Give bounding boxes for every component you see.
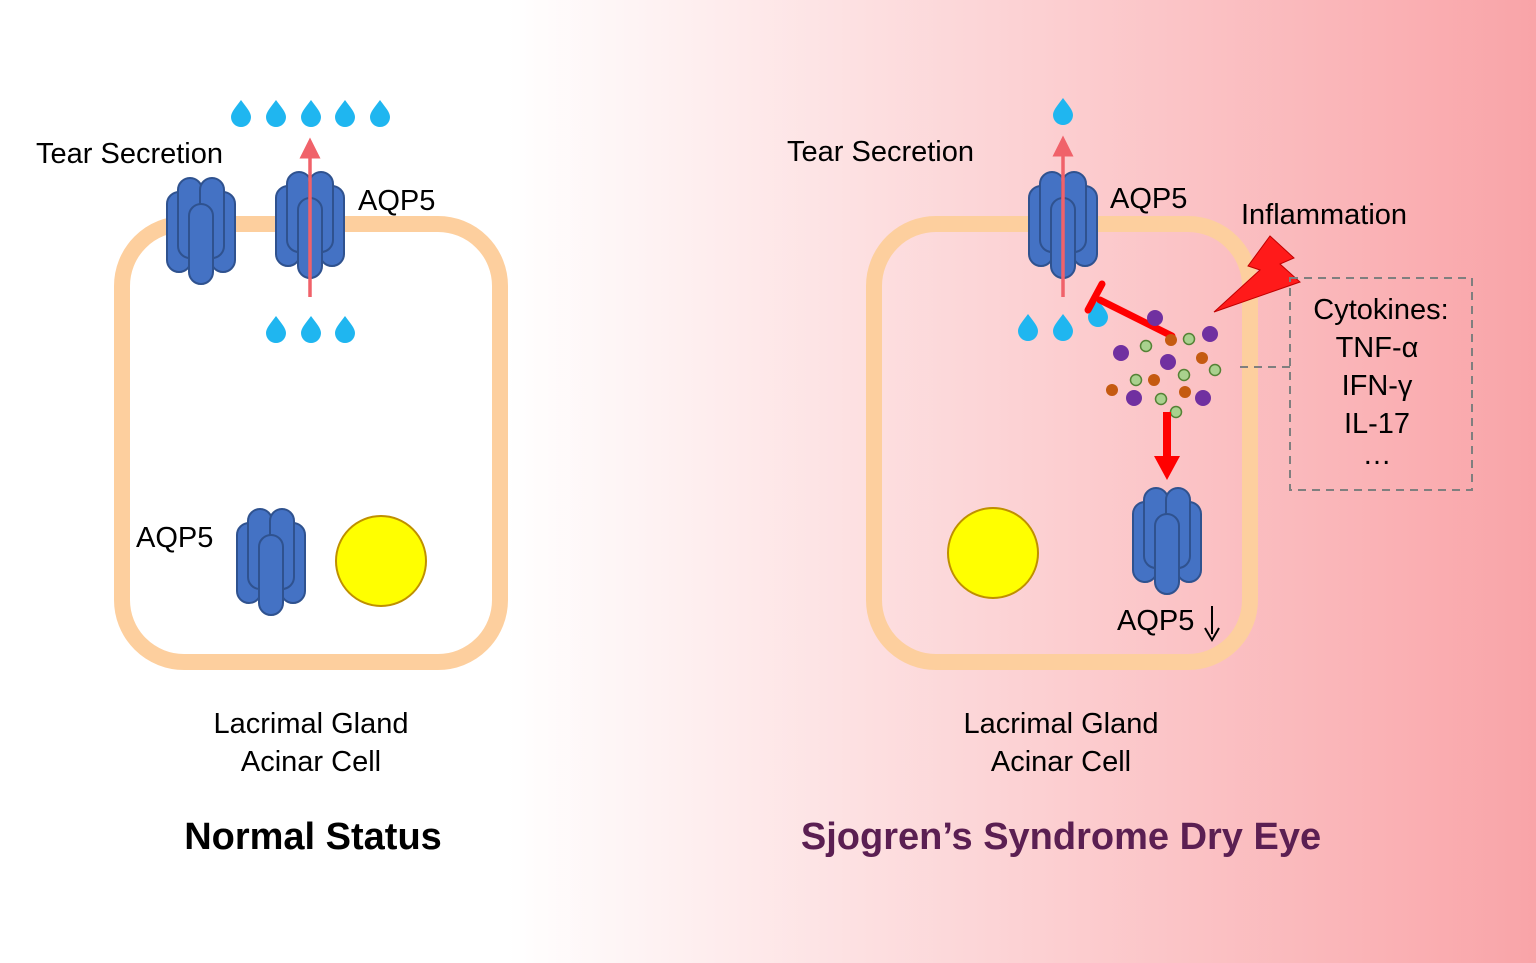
- aqp5-cytoplasm-label: AQP5: [136, 522, 213, 554]
- lightning-bolt-icon: [1213, 235, 1301, 313]
- inflammation-label: Inflammation: [1241, 199, 1407, 231]
- aqp5-membrane-label: AQP5: [1110, 183, 1187, 215]
- cytokine-item: IL-17: [1344, 408, 1410, 440]
- cell-label-line1: Lacrimal Gland: [213, 708, 408, 740]
- cytokine-box: [1289, 277, 1473, 491]
- cytokine-cluster: [1106, 310, 1222, 419]
- normal-panel: Tear Secretion AQP5 AQP5 Lacrimal Gland …: [36, 100, 508, 858]
- nucleus-icon: [335, 515, 427, 607]
- cytokine-item: …: [1363, 439, 1392, 471]
- tear-secretion-label: Tear Secretion: [36, 138, 223, 170]
- aquaporin-channel-icon: [1132, 487, 1202, 595]
- aquaporin-channel-icon: [236, 508, 306, 616]
- cell-label-line1: Lacrimal Gland: [963, 708, 1158, 740]
- cell-label-line2: Acinar Cell: [991, 746, 1131, 778]
- disease-title: Sjogren’s Syndrome Dry Eye: [801, 816, 1321, 858]
- tear-secretion-label: Tear Secretion: [787, 136, 974, 168]
- aqp5-decrease-label: AQP5: [1117, 605, 1194, 637]
- down-arrow-icon: [1204, 606, 1220, 642]
- normal-title: Normal Status: [184, 816, 442, 858]
- aquaporin-channel-icon: [166, 177, 236, 285]
- cytokine-item: TNF-α: [1336, 332, 1419, 364]
- disease-panel: Tear Secretion AQP5 Inflammation Cytokin…: [787, 98, 1473, 858]
- aqp5-membrane-label: AQP5: [358, 185, 435, 217]
- cytokine-item: IFN-γ: [1342, 370, 1413, 402]
- nucleus-icon: [947, 507, 1039, 599]
- inhibition-symbol: [1084, 280, 1176, 340]
- cytokines-title: Cytokines:: [1313, 294, 1448, 326]
- cell-label-line2: Acinar Cell: [241, 746, 381, 778]
- downregulation-arrow: [1154, 412, 1180, 480]
